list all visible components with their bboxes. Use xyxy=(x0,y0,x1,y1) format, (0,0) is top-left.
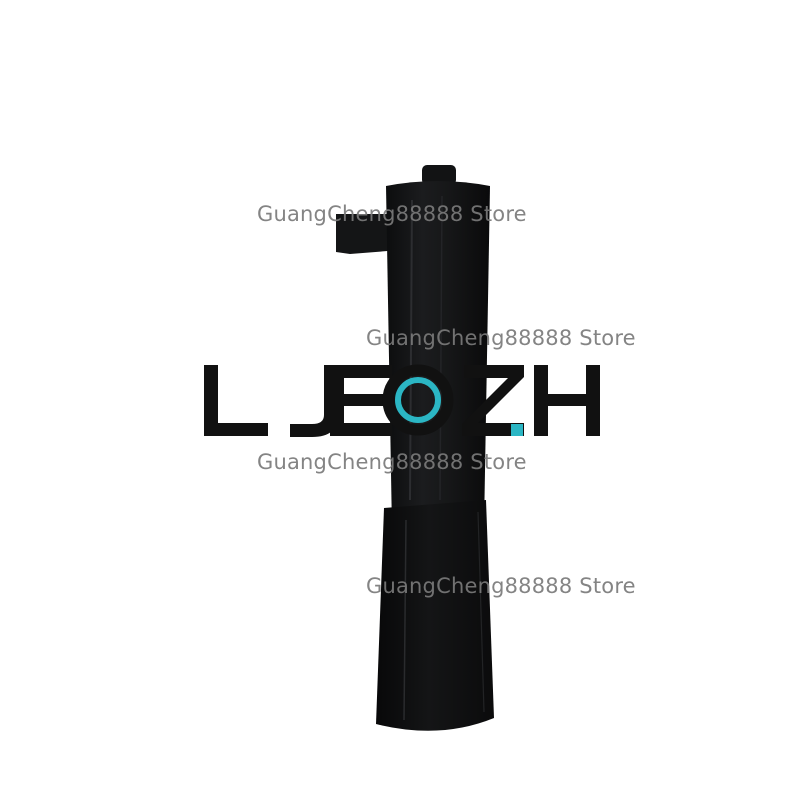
logo-letter-e xyxy=(330,365,392,436)
logo-accent-dot xyxy=(511,424,523,436)
logo-letter-h xyxy=(534,365,600,436)
logo-letter-l xyxy=(204,365,268,436)
logo-accent-ring xyxy=(395,377,441,423)
watermark-text: GuangCheng88888 Store xyxy=(257,202,527,226)
top-pin xyxy=(422,165,456,185)
side-tab xyxy=(336,214,400,254)
watermark-text: GuangCheng88888 Store xyxy=(366,326,636,350)
logo-letter-o xyxy=(382,364,454,436)
logo-letter-z xyxy=(462,365,524,436)
watermark-text: GuangCheng88888 Store xyxy=(366,574,636,598)
logo-letter-j xyxy=(290,365,338,437)
watermark-text: GuangCheng88888 Store xyxy=(257,450,527,474)
